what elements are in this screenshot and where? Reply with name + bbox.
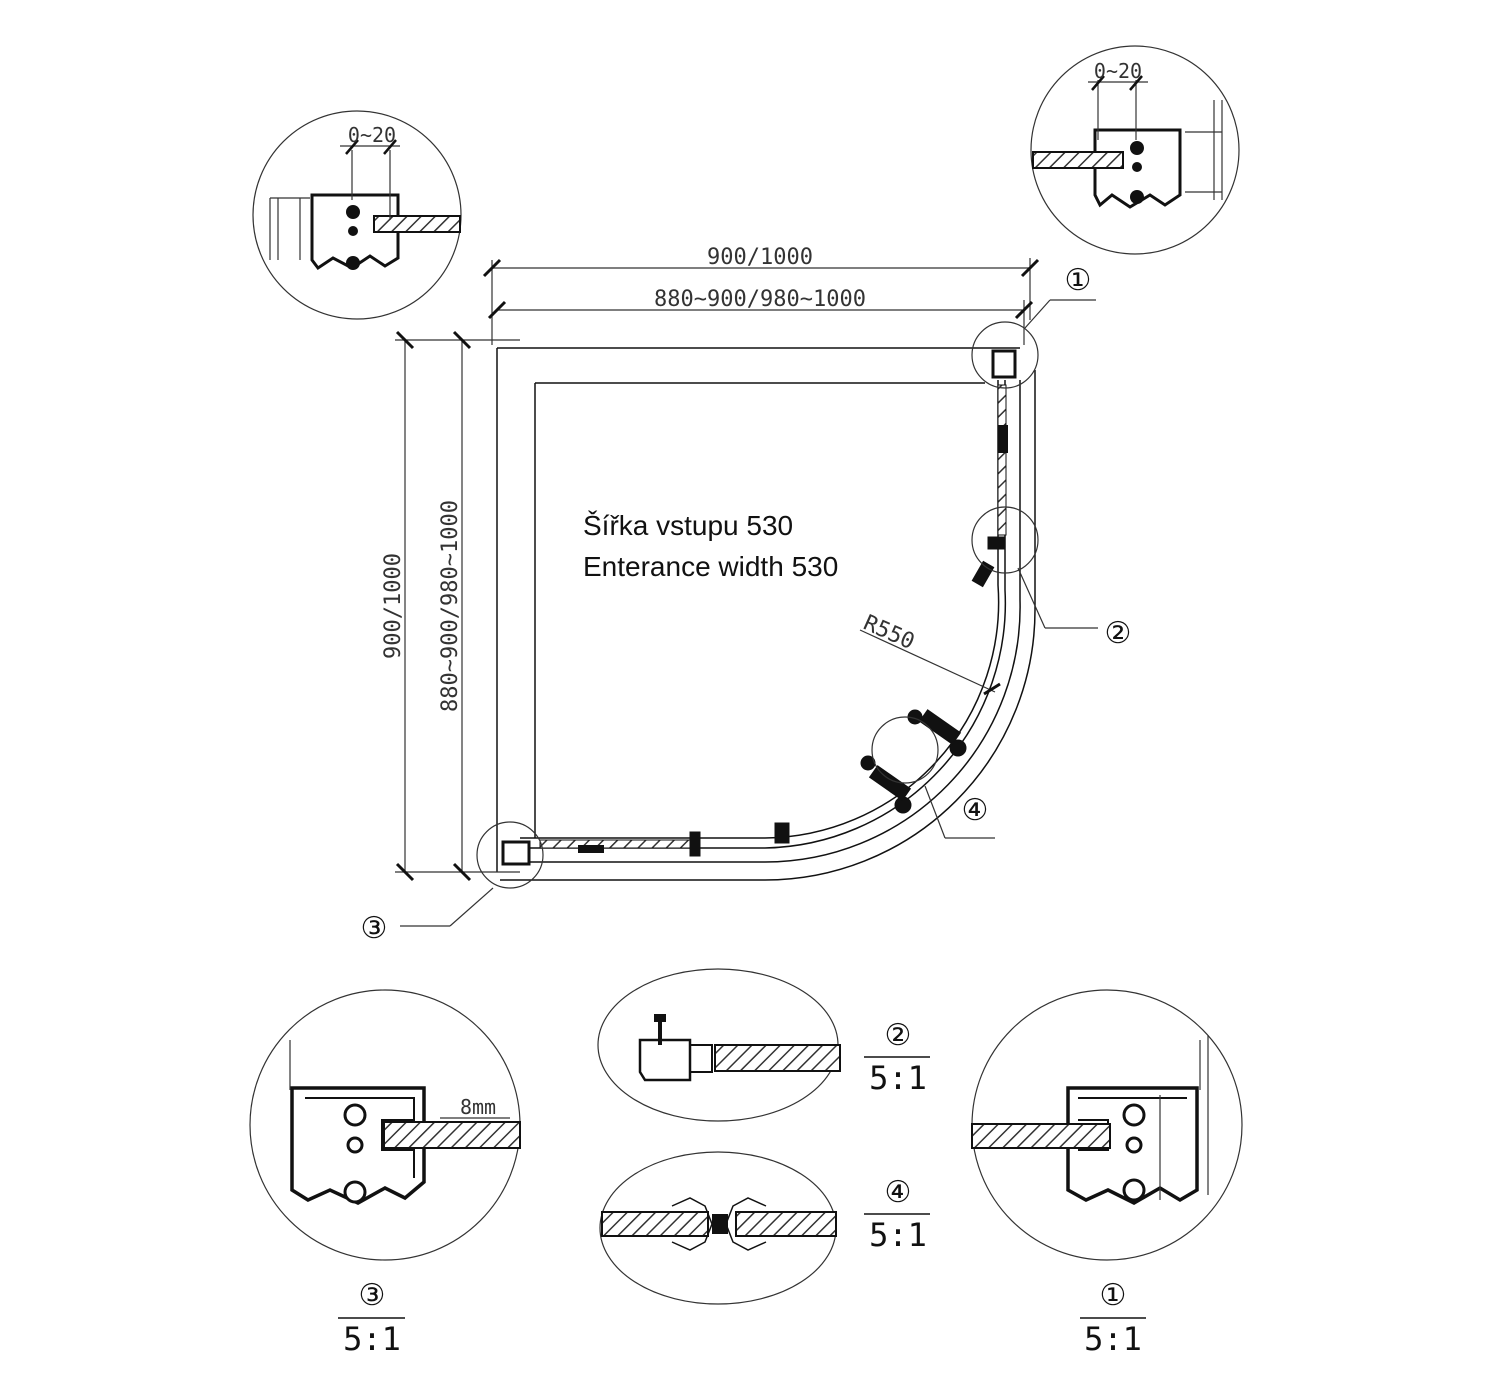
detail-1-view — [971, 989, 1243, 1261]
detail-circle-1 — [971, 321, 1039, 389]
adjust-label-right: 0~20 — [1094, 59, 1142, 83]
door-handles — [689, 536, 1005, 857]
plan-view — [476, 321, 1039, 889]
entrance-note-cz: Šířka vstupu 530 — [583, 510, 793, 541]
detail-2-marker: ② — [885, 1018, 912, 1053]
detail-circle-2 — [971, 506, 1039, 574]
detail-top-left — [252, 110, 462, 320]
profile-top-right — [991, 349, 1017, 379]
detail-3-marker: ③ — [359, 1278, 386, 1313]
callout-2: ② — [1105, 616, 1132, 651]
detail-3-scale: 5:1 — [343, 1320, 401, 1358]
detail-top-right — [1030, 45, 1240, 255]
entrance-note-en: Enterance width 530 — [583, 551, 838, 582]
profile-bottom-left — [501, 840, 531, 866]
adjust-label-left: 0~20 — [348, 123, 396, 147]
right-glass-clip — [998, 425, 1008, 453]
detail-1-scale: 5:1 — [1084, 1320, 1142, 1358]
dim-radius: R550 — [860, 611, 919, 655]
left-glass-clip — [578, 845, 604, 853]
left-fixed-glass — [539, 839, 701, 849]
enclosure-track-outer — [520, 380, 1021, 863]
right-fixed-glass — [997, 384, 1007, 536]
enclosure-track-inner — [520, 380, 1007, 849]
detail-2-scale: 5:1 — [869, 1059, 927, 1097]
dim-top-outer: 900/1000 — [707, 245, 813, 270]
dimension-lines — [395, 258, 1040, 882]
glass-thickness-label: 8mm — [460, 1095, 496, 1119]
detail-4-view — [599, 1151, 837, 1305]
detail-circle-4 — [871, 716, 939, 784]
detail-1-marker: ① — [1100, 1278, 1127, 1313]
enclosure-glass-line — [520, 380, 1000, 839]
callout-4: ④ — [962, 793, 989, 828]
enclosure-outer-line — [500, 370, 1036, 881]
callout-1: ① — [1065, 263, 1092, 298]
detail-3-view — [249, 989, 521, 1261]
detail-circle-3 — [476, 821, 544, 889]
dim-top-inner: 880~900/980~1000 — [654, 287, 866, 312]
dim-left-inner: 880~900/980~1000 — [438, 500, 463, 712]
detail-4-marker: ④ — [885, 1175, 912, 1210]
dim-left-outer: 900/1000 — [381, 553, 406, 659]
detail-4-scale: 5:1 — [869, 1216, 927, 1254]
callout-leaders — [400, 299, 1098, 927]
callout-3: ③ — [361, 911, 388, 946]
detail-2-view — [597, 968, 841, 1122]
